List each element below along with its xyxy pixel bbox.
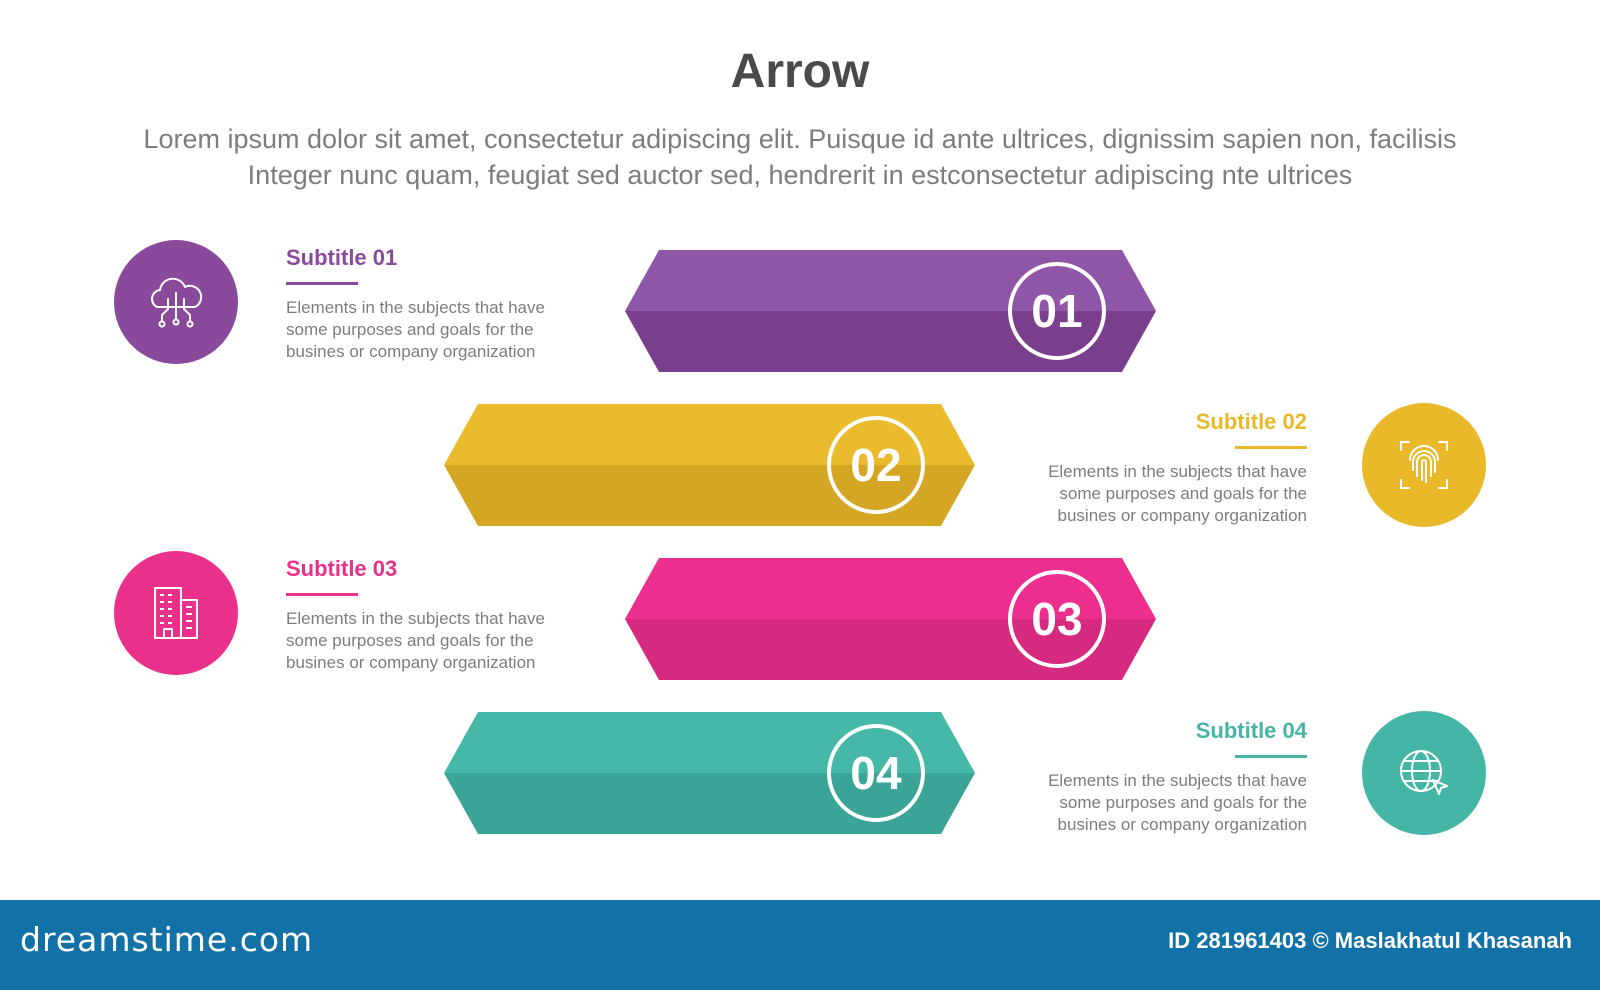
step-2-subtitle: Subtitle 02 — [1195, 409, 1307, 434]
step-3-text: Subtitle 03 Elements in the subjects tha… — [286, 555, 586, 674]
step-4-subtitle: Subtitle 04 — [1195, 718, 1307, 743]
fingerprint-icon — [1400, 441, 1448, 489]
globe-cursor-icon — [1400, 750, 1448, 795]
step-4-arrow: 04 — [444, 712, 975, 834]
step-3-arrow: 03 — [625, 558, 1156, 680]
step-1-desc-line-3: busines or company organization — [286, 342, 536, 361]
step-2-desc-line-2: some purposes and goals for the — [1059, 484, 1307, 503]
intro-text-line-1: Lorem ipsum dolor sit amet, consectetur … — [143, 124, 1457, 154]
step-3-underline — [286, 593, 358, 596]
step-4-icon-circle — [1362, 711, 1486, 835]
step-3-desc-line-1: Elements in the subjects that have — [286, 609, 545, 628]
step-2-number: 02 — [850, 439, 902, 491]
step-4-desc-line-1: Elements in the subjects that have — [1048, 771, 1307, 790]
footer-credit: ID 281961403 © Maslakhatul Khasanah — [1168, 928, 1572, 953]
step-3-desc-line-3: busines or company organization — [286, 653, 536, 672]
step-2-icon-circle — [1362, 403, 1486, 527]
step-2-desc-line-1: Elements in the subjects that have — [1048, 462, 1307, 481]
step-4-number-ring: 04 — [827, 724, 925, 822]
step-3-desc-line-2: some purposes and goals for the — [286, 631, 534, 650]
step-4-number: 04 — [850, 747, 902, 799]
step-1-text: Subtitle 01 Elements in the subjects tha… — [286, 244, 586, 363]
footer-logo: dreamstime.com — [20, 920, 314, 959]
cloud-network-icon — [151, 277, 203, 328]
step-1-desc-line-1: Elements in the subjects that have — [286, 298, 545, 317]
intro-text-line-2: Integer nunc quam, feugiat sed auctor se… — [247, 160, 1353, 190]
step-1-number: 01 — [1031, 285, 1083, 337]
step-1-underline — [286, 282, 358, 285]
step-4-desc-line-2: some purposes and goals for the — [1059, 793, 1307, 812]
step-3-number-ring: 03 — [1008, 570, 1106, 668]
footer-bar: dreamstime.com ID 281961403 © Maslakhatu… — [0, 900, 1600, 990]
step-2-underline — [1235, 446, 1307, 449]
page-title: Arrow — [730, 45, 870, 98]
step-2-number-ring: 02 — [827, 416, 925, 514]
building-icon — [154, 587, 198, 639]
step-3-number: 03 — [1031, 593, 1083, 645]
step-2-arrow: 02 — [444, 404, 975, 526]
step-4-underline — [1235, 755, 1307, 758]
step-1-desc-line-2: some purposes and goals for the — [286, 320, 534, 339]
step-3-icon-circle — [114, 551, 238, 675]
step-2-desc-line-3: busines or company organization — [1057, 506, 1307, 525]
step-1-number-ring: 01 — [1008, 262, 1106, 360]
step-4-desc-line-3: busines or company organization — [1057, 815, 1307, 834]
step-1-arrow: 01 — [625, 250, 1156, 372]
step-4-text: Subtitle 04 Elements in the subjects tha… — [1007, 717, 1307, 836]
step-2-text: Subtitle 02 Elements in the subjects tha… — [1007, 408, 1307, 527]
step-1-icon-circle — [114, 240, 238, 364]
step-1-subtitle: Subtitle 01 — [286, 245, 398, 270]
step-3-subtitle: Subtitle 03 — [286, 556, 398, 581]
